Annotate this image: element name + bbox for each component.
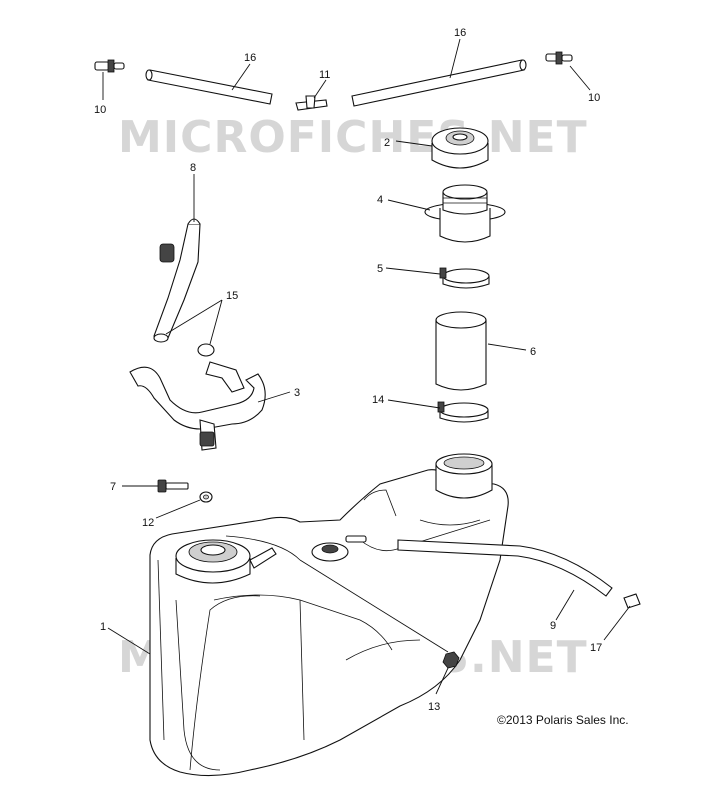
filler-spout (435, 453, 493, 499)
callout-10-right: 10 (588, 92, 600, 104)
callout-1: 1 (100, 621, 106, 633)
part-16-right-hose (351, 59, 527, 107)
part-4-filler-neck (424, 184, 506, 243)
part-14-clamp (437, 401, 489, 423)
callout-4: 4 (377, 194, 383, 206)
callout-10-left: 10 (94, 104, 106, 116)
part-3-hose-assembly (129, 366, 266, 451)
callout-9: 9 (550, 620, 556, 632)
callout-3: 3 (294, 387, 300, 399)
callout-17: 17 (590, 642, 602, 654)
part-7-bolt (157, 479, 189, 493)
part-8-vent-hose (153, 218, 201, 343)
part-13-nut (442, 651, 460, 669)
part-11-tee (295, 95, 328, 111)
part-12-washer (199, 491, 213, 503)
callout-13: 13 (428, 701, 440, 713)
part-5-clamp (439, 267, 490, 289)
callout-16-left: 16 (244, 52, 256, 64)
part-6-filler-hose (435, 311, 487, 391)
callout-5: 5 (377, 263, 383, 275)
callout-7: 7 (110, 481, 116, 493)
part-2-fuel-cap (431, 127, 489, 169)
watermark-top: MICROFICHES.NET (118, 112, 588, 163)
callout-12: 12 (142, 517, 154, 529)
vent-fitting (311, 535, 367, 562)
callout-6: 6 (530, 346, 536, 358)
part-10-right-fitting (545, 51, 573, 65)
part-9-overflow-hose (397, 539, 613, 597)
callout-15: 15 (226, 290, 238, 302)
callouts: 16 16 10 10 11 2 4 5 6 14 8 15 3 7 12 9 … (94, 27, 602, 713)
leader-lines (102, 38, 631, 695)
part-15-rings (197, 343, 245, 393)
part-16-left-hose (145, 69, 273, 105)
part-17-cap (623, 593, 641, 609)
callout-2: 2 (384, 137, 390, 149)
callout-8: 8 (190, 162, 196, 174)
part-10-left-fitting (94, 59, 125, 73)
fuel-pump-module (175, 539, 277, 584)
part-1-fuel-tank (149, 469, 509, 777)
callout-11: 11 (319, 69, 330, 81)
callout-16-right: 16 (454, 27, 466, 39)
callout-14: 14 (372, 394, 384, 406)
copyright-notice: ©2013 Polaris Sales Inc. (497, 713, 629, 727)
